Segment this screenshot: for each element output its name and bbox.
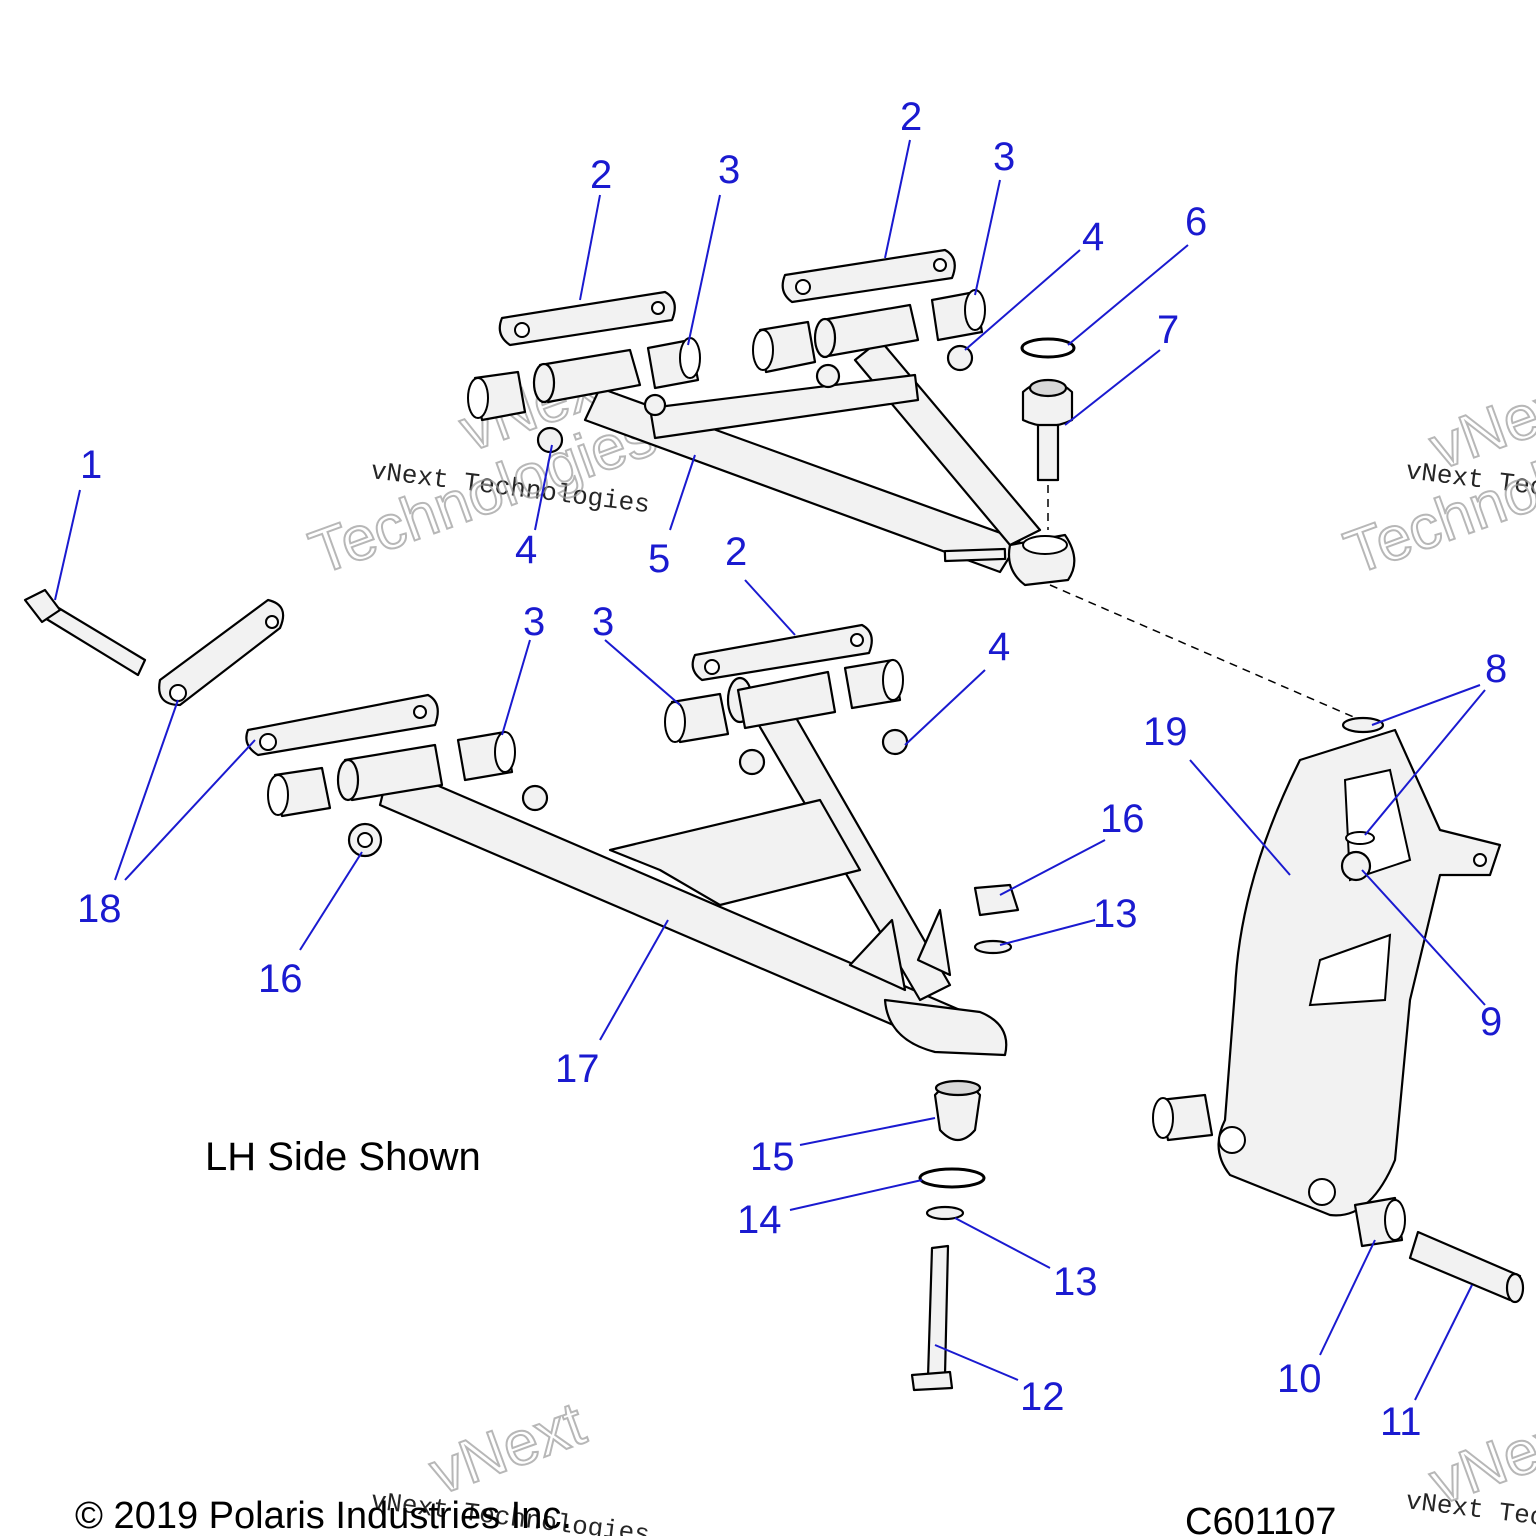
callout-3: 3	[592, 600, 614, 644]
callout-2: 2	[590, 153, 612, 197]
callout-numbers: 1 2 3 2 3 4 6 7 4 5 2 3 3 4 8 19 16 13 9…	[77, 95, 1507, 1444]
pivot-plates-upper	[498, 248, 956, 347]
ball-joint-lower	[910, 1079, 986, 1392]
pivot-plates-lower	[245, 623, 873, 757]
upper-arm-bushings	[467, 289, 986, 422]
callout-13: 13	[1053, 1260, 1098, 1304]
copyright-text: © 2019 Polaris Industries Inc.	[75, 1495, 572, 1536]
steering-knuckle	[1152, 716, 1502, 1217]
callout-18: 18	[77, 887, 122, 931]
lower-arm-bushings	[267, 658, 904, 818]
callout-4: 4	[515, 528, 537, 572]
callout-15: 15	[750, 1135, 795, 1179]
callout-1: 1	[80, 443, 102, 487]
callout-7: 7	[1157, 308, 1179, 352]
nuts-lower	[347, 728, 1020, 955]
callout-19: 19	[1143, 710, 1188, 754]
callout-16: 16	[258, 957, 303, 1001]
assembly-guide-line	[1049, 584, 1366, 723]
callout-8: 8	[1485, 647, 1507, 691]
callout-6: 6	[1185, 200, 1207, 244]
callout-9: 9	[1480, 1000, 1502, 1044]
nuts-upper	[536, 344, 974, 454]
callout-3: 3	[993, 135, 1015, 179]
side-shown-note: LH Side Shown	[205, 1135, 481, 1179]
knuckle-bushing-and-sleeve	[1353, 1196, 1525, 1304]
callout-2: 2	[900, 95, 922, 139]
callout-10: 10	[1277, 1357, 1322, 1401]
ball-joint-upper	[1020, 337, 1076, 530]
diagram-code: C601107	[1185, 1501, 1336, 1536]
callout-leader-lines	[54, 139, 1486, 1401]
callout-17: 17	[555, 1047, 600, 1091]
callout-2: 2	[725, 530, 747, 574]
callout-11: 11	[1380, 1400, 1422, 1444]
lower-control-arm	[336, 670, 1008, 1057]
callout-12: 12	[1020, 1375, 1065, 1419]
callout-13: 13	[1093, 892, 1138, 936]
callout-3: 3	[718, 148, 740, 192]
callout-5: 5	[648, 537, 670, 581]
pivot-bolt-and-plate	[23, 588, 285, 707]
callout-4: 4	[1082, 215, 1104, 259]
callout-14: 14	[737, 1198, 782, 1242]
watermark-big-text: vNext	[421, 1389, 594, 1508]
callout-4: 4	[988, 625, 1010, 669]
callout-3: 3	[523, 600, 545, 644]
upper-control-arm	[532, 303, 1076, 587]
callout-16: 16	[1100, 797, 1145, 841]
